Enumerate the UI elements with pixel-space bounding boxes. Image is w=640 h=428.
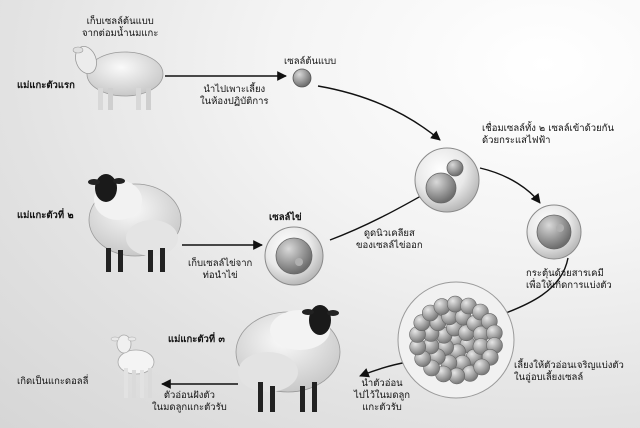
label-embryo-grow: เลี้ยงให้ตัวอ่อนเจริญแบ่งตัว ในอู่อบเลี้… bbox=[514, 360, 624, 384]
white-faced-sheep-icon bbox=[72, 43, 163, 110]
label-sheep1-action: เก็บเซลล์ต้นแบบ จากต่อมน้ำนมแกะ bbox=[82, 16, 158, 40]
arrow-donor-to-fused bbox=[318, 86, 440, 140]
label-implant-line1: ตัวอ่อนฝังตัว bbox=[152, 390, 227, 402]
label-nucleus-remove: ดูดนิวเคลียส ของเซลล์ไข่ออก bbox=[356, 228, 423, 252]
activated-cell-icon bbox=[527, 205, 581, 259]
label-egg-cell: เซลล์ไข่ bbox=[269, 212, 302, 224]
label-implant-line2: ในมดลูกแกะตัวรับ bbox=[152, 402, 227, 414]
label-donor-cell: เซลล์ต้นแบบ bbox=[284, 56, 336, 68]
label-fuse: เชื่อมเซลล์ทั้ง ๒ เซลล์เข้าด้วยกัน ด้วยก… bbox=[482, 123, 614, 147]
label-nucleus-remove-line1: ดูดนิวเคลียส bbox=[356, 228, 423, 240]
label-chemical-line1: กระตุ้นด้วยสารเคมี bbox=[526, 268, 612, 280]
label-transfer-line1: นำตัวอ่อน bbox=[354, 378, 410, 390]
donor-cell-icon bbox=[293, 69, 311, 87]
label-nucleus-remove-line2: ของเซลล์ไข่ออก bbox=[356, 240, 423, 252]
label-egg-collect-line2: ท่อนำไข่ bbox=[188, 270, 252, 282]
embryo-cell bbox=[474, 359, 490, 375]
label-fuse-line1: เชื่อมเซลล์ทั้ง ๒ เซลล์เข้าด้วยกัน bbox=[482, 123, 614, 135]
egg-cell-icon bbox=[265, 227, 323, 285]
label-sheep1-action-line2: จากต่อมน้ำนมแกะ bbox=[82, 28, 158, 40]
label-implant: ตัวอ่อนฝังตัว ในมดลูกแกะตัวรับ bbox=[152, 390, 227, 414]
lamb-icon bbox=[111, 335, 154, 398]
label-transfer: นำตัวอ่อน ไปไว้ในมดลูก แกะตัวรับ bbox=[354, 378, 410, 414]
label-chemical: กระตุ้นด้วยสารเคมี เพื่อให้เกิดการแบ่งตั… bbox=[526, 268, 612, 292]
label-chemical-line2: เพื่อให้เกิดการแบ่งตัว bbox=[526, 280, 612, 292]
embryo-cluster-icon bbox=[398, 282, 514, 398]
black-faced-sheep-icon-3 bbox=[236, 305, 340, 412]
label-embryo-grow-line1: เลี้ยงให้ตัวอ่อนเจริญแบ่งตัว bbox=[514, 360, 624, 372]
arrow-embryo-to-sheep3 bbox=[360, 362, 408, 376]
label-culture-line2: ในห้องปฏิบัติการ bbox=[200, 96, 269, 108]
black-faced-sheep-icon bbox=[88, 174, 181, 272]
label-fuse-line2: ด้วยกระแสไฟฟ้า bbox=[482, 135, 614, 147]
label-embryo-grow-line2: ในอู่อบเลี้ยงเซลล์ bbox=[514, 372, 624, 384]
label-transfer-line3: แกะตัวรับ bbox=[354, 402, 410, 414]
label-dolly: เกิดเป็นแกะดอลลี่ bbox=[17, 376, 88, 388]
label-egg-collect-line1: เก็บเซลล์ไข่จาก bbox=[188, 258, 252, 270]
label-egg-collect: เก็บเซลล์ไข่จาก ท่อนำไข่ bbox=[188, 258, 252, 282]
label-transfer-line2: ไปไว้ในมดลูก bbox=[354, 390, 410, 402]
label-culture-line1: นำไปเพาะเลี้ยง bbox=[200, 84, 269, 96]
label-sheep1-action-line1: เก็บเซลล์ต้นแบบ bbox=[82, 16, 158, 28]
label-sheep2: แม่แกะตัวที่ ๒ bbox=[17, 210, 74, 222]
fused-cell-icon bbox=[415, 148, 479, 212]
label-sheep1: แม่แกะตัวแรก bbox=[17, 80, 75, 92]
label-sheep3: แม่แกะตัวที่ ๓ bbox=[168, 334, 225, 346]
label-culture: นำไปเพาะเลี้ยง ในห้องปฏิบัติการ bbox=[200, 84, 269, 108]
arrow-fused-to-activated bbox=[480, 168, 540, 203]
